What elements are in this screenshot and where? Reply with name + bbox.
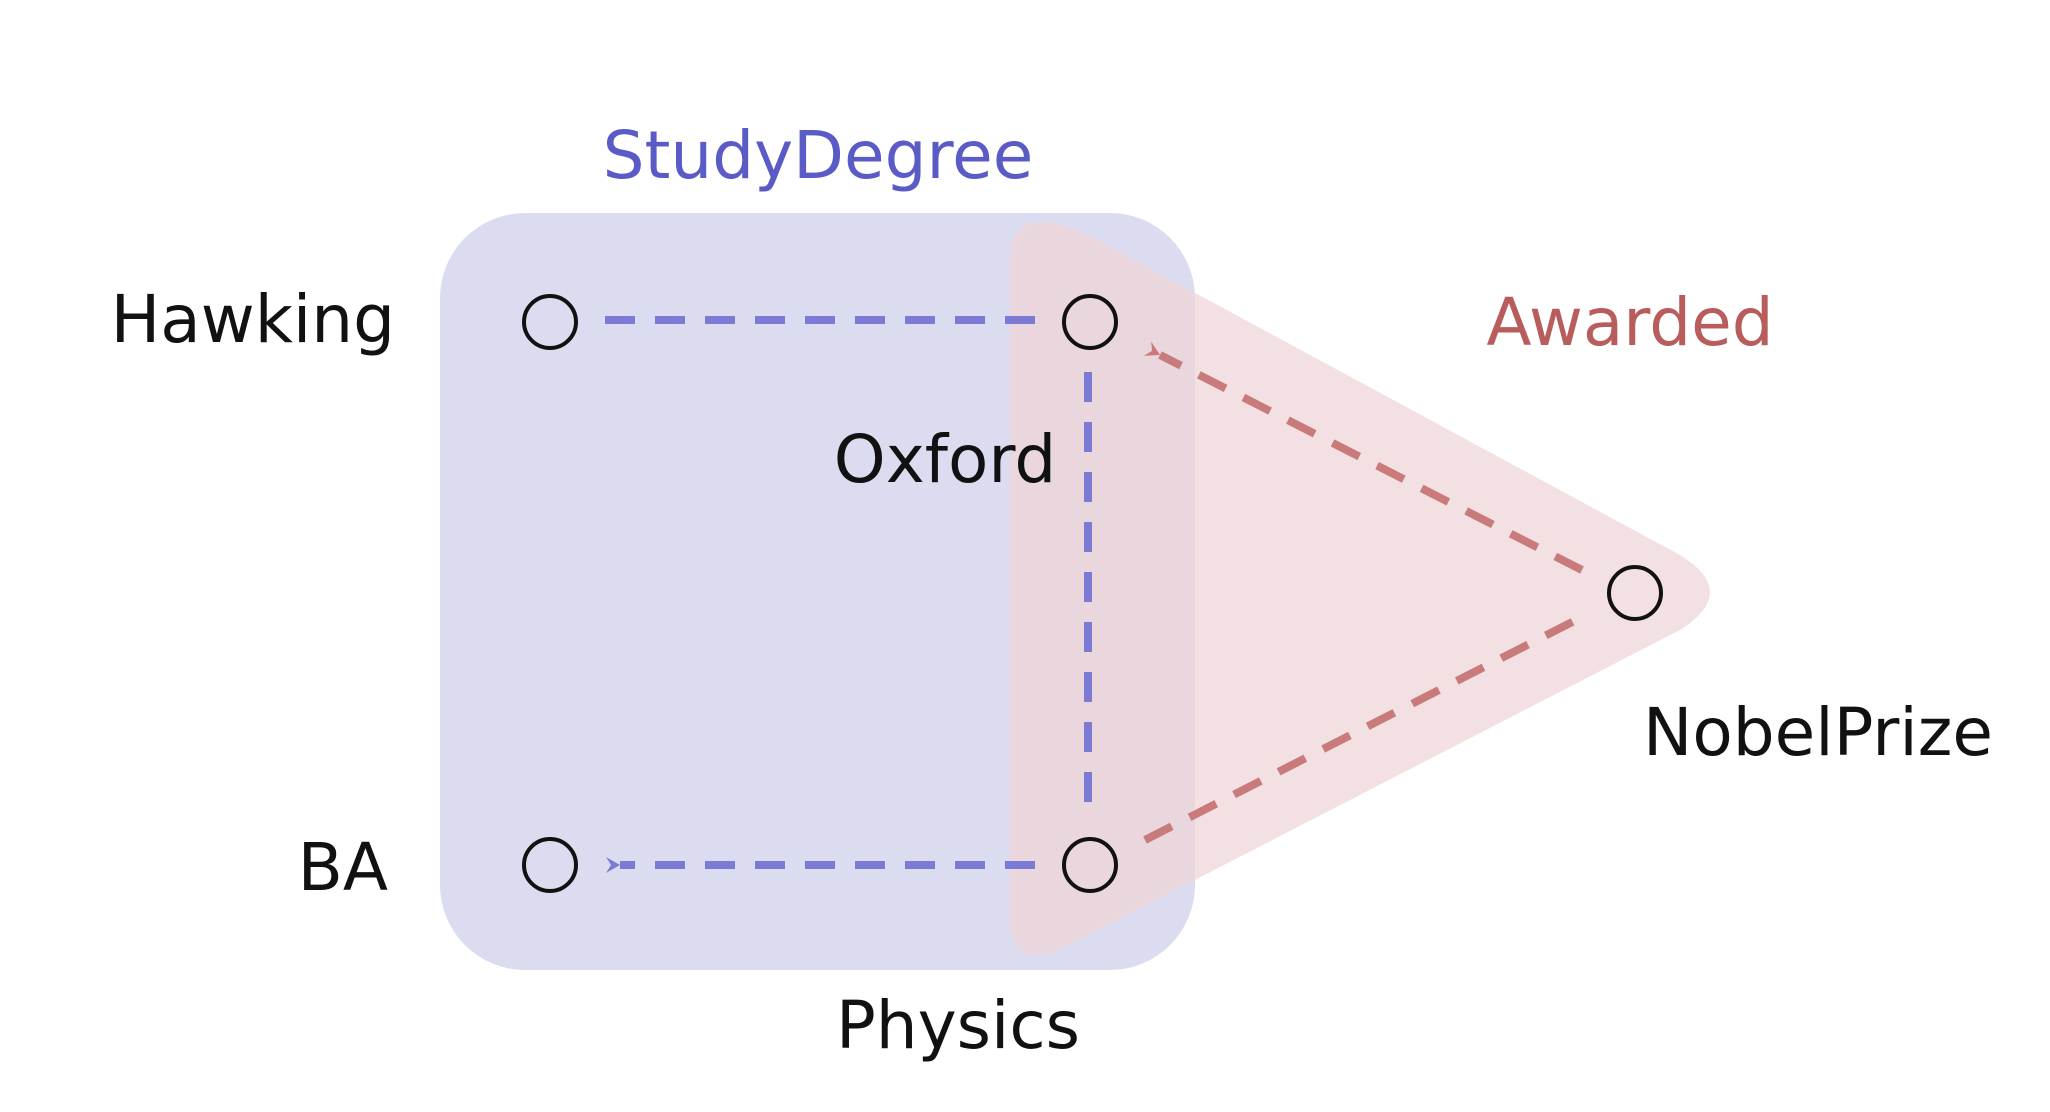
node-label-nobel-prize: NobelPrize: [1643, 694, 1993, 771]
node-oxford[interactable]: [1062, 294, 1118, 350]
node-nobel-prize[interactable]: [1607, 565, 1663, 621]
study-degree-region: [440, 213, 1195, 970]
edge-physics-nobelprize: [1143, 613, 1584, 844]
node-label-ba: BA: [298, 829, 388, 906]
edge-nobelprize-oxford: [1143, 341, 1584, 574]
study-degree-label: StudyDegree: [603, 117, 1034, 194]
awarded-region: [1010, 222, 1710, 955]
node-label-physics: Physics: [836, 987, 1080, 1064]
node-hawking[interactable]: [522, 294, 578, 350]
node-ba[interactable]: [522, 837, 578, 893]
node-physics[interactable]: [1062, 837, 1118, 893]
node-label-hawking: Hawking: [111, 281, 395, 358]
awarded-label: Awarded: [1486, 284, 1773, 361]
node-label-oxford: Oxford: [834, 421, 1057, 498]
